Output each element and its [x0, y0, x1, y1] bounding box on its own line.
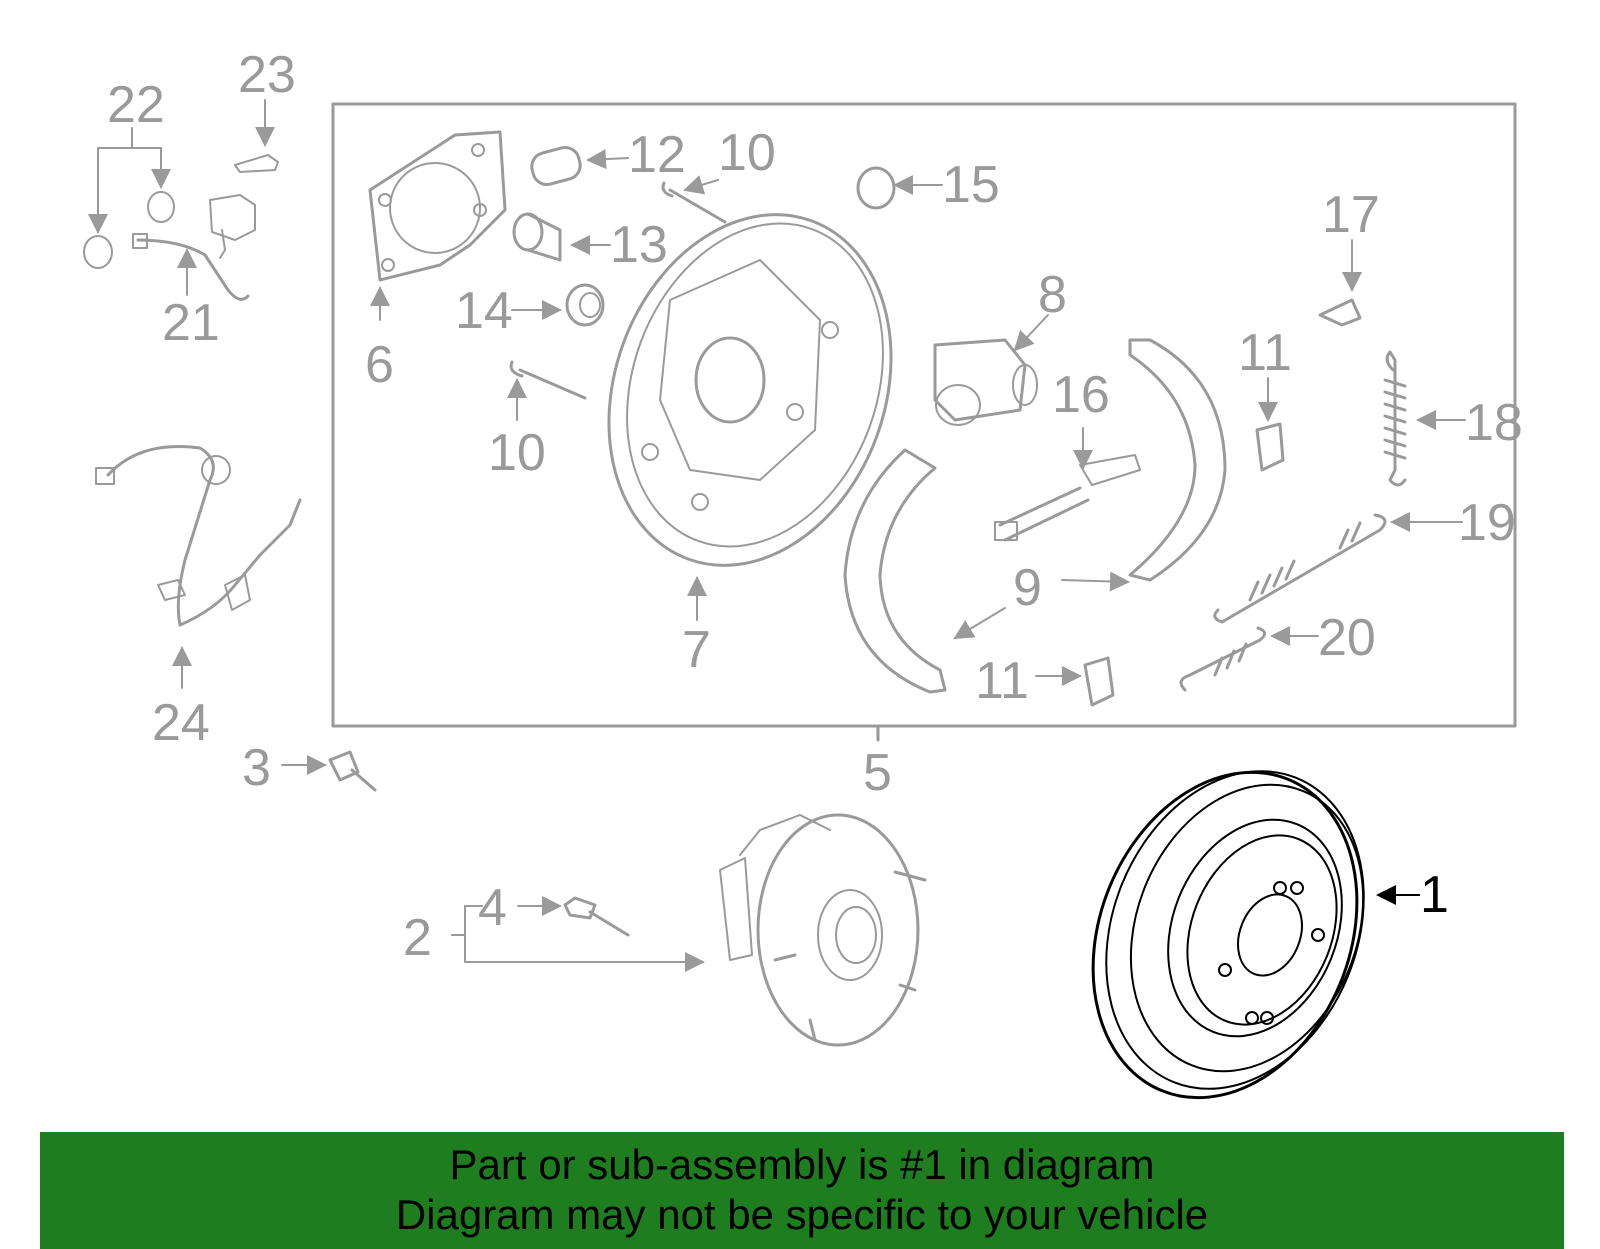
- callout-23: 23: [238, 46, 296, 104]
- leader-9-right: [1061, 571, 1130, 592]
- callout-3: 3: [242, 739, 271, 797]
- callout-8: 8: [1038, 266, 1067, 324]
- callout-5: 5: [863, 744, 892, 802]
- wheel-stud: [563, 896, 630, 937]
- bolt-3: [328, 750, 377, 792]
- callout-14: 14: [455, 282, 513, 340]
- bolt-10-top: [661, 181, 727, 224]
- gasket: [368, 130, 507, 282]
- callout-21: 21: [162, 294, 220, 352]
- callout-18: 18: [1465, 394, 1523, 452]
- leader-8: [1013, 314, 1049, 352]
- brake-shoe-left: [843, 448, 947, 694]
- bushing-13: [512, 212, 562, 262]
- callout-1: 1: [1420, 866, 1449, 924]
- adjuster: [994, 454, 1141, 542]
- callout-17: 17: [1322, 186, 1380, 244]
- callout-9: 9: [1013, 559, 1042, 617]
- leader-9-left: [953, 607, 1006, 640]
- callout-24: 24: [152, 694, 210, 752]
- grommet-14: [565, 283, 605, 327]
- callout-4: 4: [478, 879, 507, 937]
- callout-15: 15: [942, 156, 1000, 214]
- callout-12: 12: [628, 126, 686, 184]
- callout-10-top: 10: [718, 124, 776, 182]
- brake-assembly-box: [331, 102, 1517, 728]
- leader-12: [586, 149, 629, 170]
- plug-12: [530, 145, 582, 187]
- hub-bearing: [719, 813, 927, 1047]
- callout-7: 7: [682, 621, 711, 679]
- callout-11-bottom: 11: [975, 652, 1029, 710]
- callout-20: 20: [1318, 609, 1376, 667]
- callout-16: 16: [1052, 366, 1110, 424]
- wheel-cylinder: [933, 338, 1038, 426]
- backing-plate: [607, 213, 893, 567]
- spring-18: [1383, 350, 1407, 487]
- callout-2: 2: [403, 909, 432, 967]
- callout-13: 13: [610, 216, 668, 274]
- callout-11-top: 11: [1238, 324, 1292, 382]
- brake-drum: [1091, 770, 1365, 1100]
- spring-20: [1179, 626, 1266, 692]
- sensor-cable: [95, 445, 302, 627]
- callout-22: 22: [107, 76, 165, 134]
- info-banner: Part or sub-assembly is #1 in diagram Di…: [40, 1132, 1564, 1249]
- wheel-speed-sensor-rear: [83, 154, 279, 301]
- callout-19: 19: [1458, 494, 1516, 552]
- cap-15: [856, 166, 896, 210]
- banner-line-1: Part or sub-assembly is #1 in diagram: [449, 1141, 1155, 1188]
- banner-line-2: Diagram may not be specific to your vehi…: [395, 1191, 1209, 1238]
- spring-19: [1213, 513, 1387, 624]
- brake-shoe-right: [1128, 338, 1227, 582]
- clip-11-bottom: [1083, 656, 1115, 707]
- bolt-10-bottom: [509, 360, 587, 400]
- clip-11-top: [1255, 422, 1285, 472]
- leader-10-top: [683, 175, 719, 195]
- lever-17: [1318, 298, 1362, 327]
- callout-10-bottom: 10: [488, 424, 546, 482]
- callout-6: 6: [365, 336, 394, 394]
